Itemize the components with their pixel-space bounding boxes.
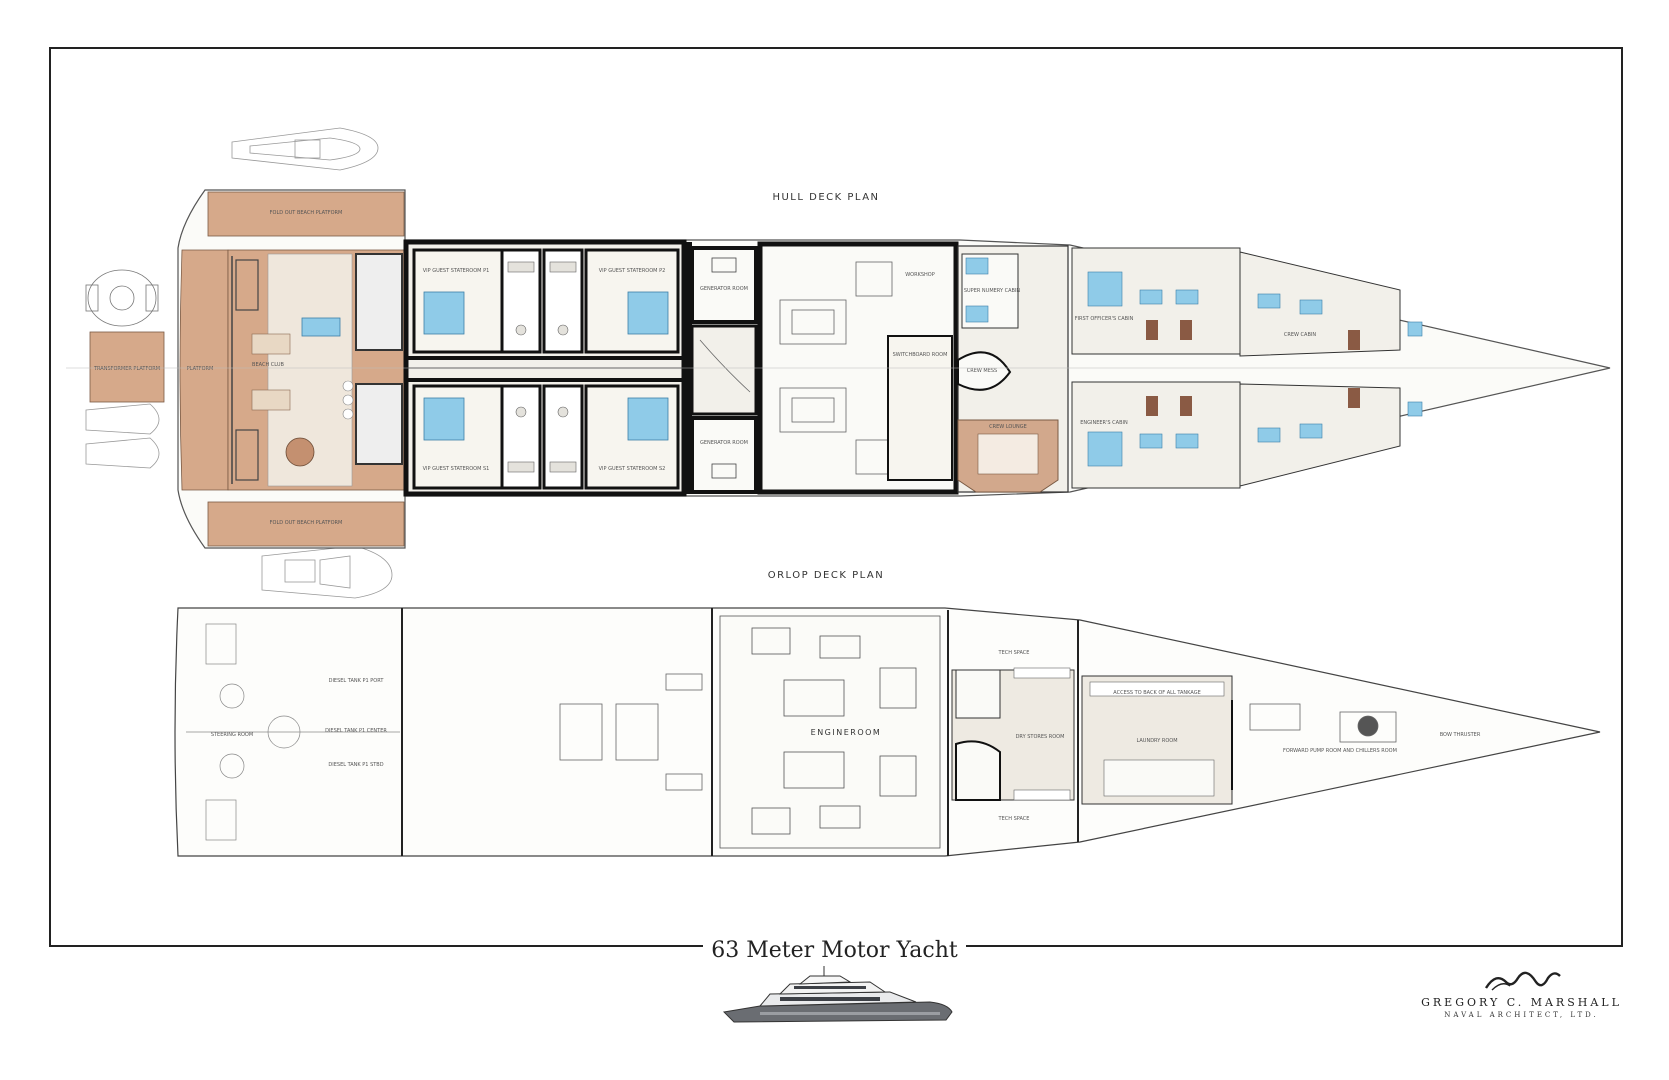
- svg-text:VIP GUEST STATEROOM S2: VIP GUEST STATEROOM S2: [599, 466, 666, 472]
- svg-text:BEACH CLUB: BEACH CLUB: [252, 362, 284, 368]
- tender-bottom: [261, 545, 393, 599]
- svg-text:PLATFORM: PLATFORM: [187, 366, 214, 372]
- steering-room: [186, 623, 400, 841]
- stateroom-s1: VIP GUEST STATEROOM S1: [412, 384, 504, 490]
- svg-text:GENERATOR ROOM: GENERATOR ROOM: [700, 440, 748, 446]
- svg-text:DRY STORES ROOM: DRY STORES ROOM: [1016, 734, 1065, 740]
- svg-text:TECH SPACE: TECH SPACE: [998, 816, 1030, 822]
- svg-text:CREW CABIN: CREW CABIN: [1284, 332, 1316, 338]
- svg-text:SUPER NUMERY CABIN: SUPER NUMERY CABIN: [964, 288, 1021, 294]
- hull-deck-label: HULL DECK PLAN: [772, 192, 879, 203]
- svg-text:SWITCHBOARD ROOM: SWITCHBOARD ROOM: [893, 352, 948, 358]
- title-wrapper: 63 Meter Motor Yacht: [0, 938, 1669, 963]
- svg-text:DIESEL TANK P1 PORT: DIESEL TANK P1 PORT: [329, 678, 385, 684]
- yacht-profile-icon: [722, 966, 953, 1023]
- stateroom-p1: VIP GUEST STATEROOM P1: [412, 248, 504, 354]
- svg-text:ENGINEROOM: ENGINEROOM: [811, 728, 882, 737]
- generator-room-top: GENERATOR ROOM: [690, 246, 758, 324]
- svg-text:FOLD OUT BEACH PLATFORM: FOLD OUT BEACH PLATFORM: [270, 210, 343, 216]
- svg-text:STEERING ROOM: STEERING ROOM: [211, 732, 253, 738]
- page-title: 63 Meter Motor Yacht: [703, 938, 966, 963]
- main-platform: [179, 249, 229, 491]
- wave-logo-icon: [1484, 971, 1561, 991]
- crew-cabins: FIRST OFFICER'S CABIN ENGINEER'S CABIN C…: [1071, 247, 1423, 489]
- fold-out-platform-bottom: [207, 501, 405, 547]
- jet-skis: [85, 403, 160, 469]
- svg-text:LAUNDRY ROOM: LAUNDRY ROOM: [1136, 738, 1177, 744]
- fold-out-platform-top: [207, 191, 405, 237]
- svg-text:ACCESS TO BACK OF ALL TANKAGE: ACCESS TO BACK OF ALL TANKAGE: [1113, 690, 1200, 696]
- engine-room: [719, 615, 941, 849]
- generator-room-bottom: GENERATOR ROOM: [690, 416, 758, 494]
- svg-text:ENGINEER'S CABIN: ENGINEER'S CABIN: [1080, 420, 1128, 426]
- orlop-deck-label: ORLOP DECK PLAN: [768, 570, 885, 581]
- svg-text:FIRST OFFICER'S CABIN: FIRST OFFICER'S CABIN: [1075, 316, 1134, 322]
- architect-name: GREGORY C. MARSHALL: [1421, 996, 1622, 1009]
- svg-text:VIP GUEST STATEROOM S1: VIP GUEST STATEROOM S1: [423, 466, 490, 472]
- svg-text:FORWARD PUMP ROOM AND CHILLERS: FORWARD PUMP ROOM AND CHILLERS ROOM: [1283, 748, 1397, 754]
- svg-text:VIP GUEST STATEROOM P1: VIP GUEST STATEROOM P1: [423, 268, 490, 274]
- svg-text:CREW LOUNGE: CREW LOUNGE: [989, 424, 1027, 430]
- svg-text:VIP GUEST STATEROOM P2: VIP GUEST STATEROOM P2: [599, 268, 666, 274]
- architect-logo: GREGORY C. MARSHALL NAVAL ARCHITECT, LTD…: [1414, 968, 1629, 1019]
- crew-area: SUPER NUMERY CABIN CREW MESS CREW LOUNGE: [957, 245, 1069, 493]
- transformer-platform: [89, 331, 165, 403]
- svg-text:BOW THRUSTER: BOW THRUSTER: [1440, 732, 1481, 738]
- stores-area: [951, 667, 1075, 801]
- svg-text:DIESEL TANK P1 STBD: DIESEL TANK P1 STBD: [328, 762, 383, 768]
- stateroom-p2: VIP GUEST STATEROOM P2: [584, 248, 680, 354]
- stateroom-s2: VIP GUEST STATEROOM S2: [584, 384, 680, 490]
- dining-table: [285, 437, 315, 467]
- svg-text:TECH SPACE: TECH SPACE: [998, 650, 1030, 656]
- svg-text:GENERATOR ROOM: GENERATOR ROOM: [700, 286, 748, 292]
- svg-text:FOLD OUT BEACH PLATFORM: FOLD OUT BEACH PLATFORM: [270, 520, 343, 526]
- svg-text:WORKSHOP: WORKSHOP: [905, 272, 935, 278]
- svg-text:CREW MESS: CREW MESS: [967, 368, 997, 374]
- submarine: [85, 269, 159, 327]
- plunge-pool: [301, 317, 341, 337]
- tender-top: [231, 127, 379, 171]
- svg-text:DIESEL TANK P1 CENTER: DIESEL TANK P1 CENTER: [325, 728, 387, 734]
- svg-text:TRANSFORMER PLATFORM: TRANSFORMER PLATFORM: [93, 366, 160, 372]
- laundry-room: [1081, 675, 1233, 805]
- architect-subtitle: NAVAL ARCHITECT, LTD.: [1444, 1011, 1599, 1019]
- stair-core: [690, 324, 758, 416]
- switchboard-room: [887, 335, 953, 481]
